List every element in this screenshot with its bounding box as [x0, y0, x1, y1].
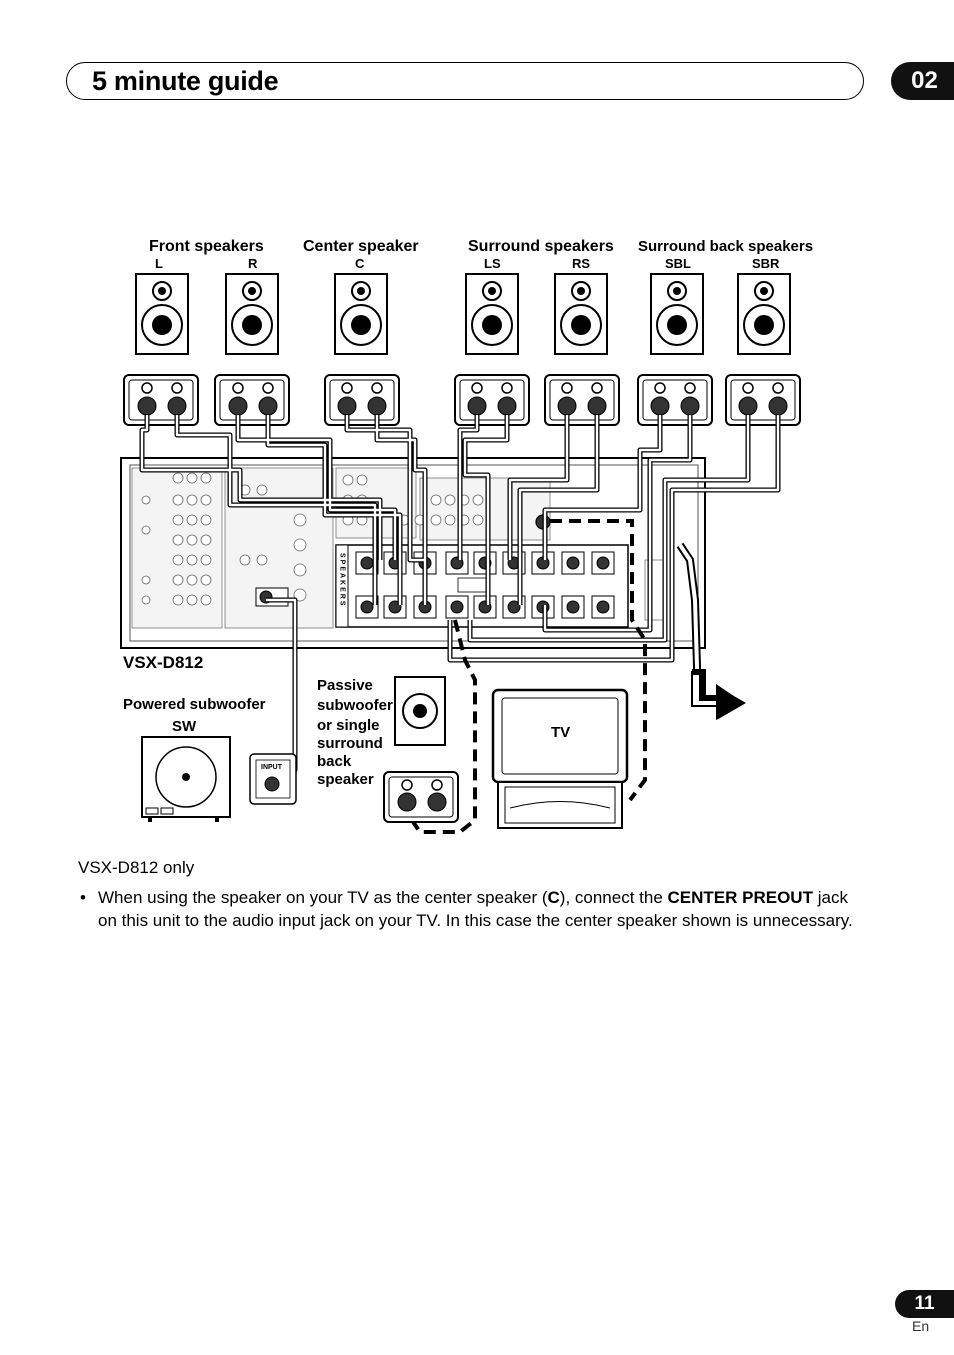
speaker-surround-back-left: [650, 273, 704, 355]
powered-subwoofer: INPUT: [141, 736, 297, 822]
terminal-surround-back-right: [725, 374, 801, 426]
optional-connections: [403, 519, 647, 834]
speaker-center: [334, 273, 388, 355]
speakers-vertical-label: SPEAKERS: [339, 553, 346, 608]
speaker-front-right: [225, 273, 279, 355]
channel-label: SBR: [752, 256, 780, 271]
channel-label: R: [248, 256, 258, 271]
channel-label: RS: [572, 256, 590, 271]
speaker-surround-right: [554, 273, 608, 355]
surround-speakers-label: Surround speakers: [468, 238, 614, 255]
page-title: 5 minute guide: [92, 66, 279, 96]
page-language: En: [912, 1318, 930, 1334]
note-text: ), connect the: [559, 888, 668, 907]
page-number: 11: [895, 1290, 954, 1318]
receiver-rear-panel: SPEAKERS: [120, 457, 706, 649]
terminal-front-right: [214, 374, 290, 426]
note-list: • When using the speaker on your TV as t…: [78, 886, 868, 932]
passive-subwoofer: [383, 676, 459, 823]
subwoofer-code-label: SW: [172, 718, 197, 735]
speaker-surround-back-right: [737, 273, 791, 355]
list-item: • When using the speaker on your TV as t…: [78, 886, 868, 932]
header-bar: [66, 62, 864, 100]
model-name: VSX-D812: [123, 653, 203, 672]
tv: TV: [491, 688, 629, 829]
speaker-cables: [139, 415, 781, 773]
speaker-front-left: [135, 273, 189, 355]
note-bold-preout: CENTER PREOUT: [667, 888, 813, 907]
front-speakers-label: Front speakers: [149, 238, 264, 255]
speaker-connection-diagram: Front speakers Center speaker Surround s…: [120, 238, 813, 834]
note-intro: VSX-D812 only: [78, 858, 195, 877]
note-text: When using the speaker on your TV as the…: [98, 888, 548, 907]
channel-label: C: [355, 256, 365, 271]
powered-subwoofer-label: Powered subwoofer: [123, 696, 266, 713]
terminal-center: [324, 374, 400, 426]
channel-label: L: [155, 256, 163, 271]
chapter-badge: 02: [891, 62, 954, 100]
channel-label: SBL: [665, 256, 691, 271]
note-text: jack on this unit to the audio input jac…: [98, 888, 853, 930]
channel-label: LS: [484, 256, 501, 271]
passive-subwoofer-label: Passive subwoofer or single surround bac…: [317, 677, 397, 788]
terminal-surround-left: [454, 374, 530, 426]
speaker-surround-left: [465, 273, 519, 355]
terminal-surround-back-left: [637, 374, 713, 426]
surround-back-speakers-label: Surround back speakers: [638, 238, 813, 255]
note-bold-c: C: [547, 888, 560, 907]
terminal-front-left: [123, 374, 199, 426]
bullet: •: [80, 888, 86, 907]
tv-label: TV: [551, 724, 570, 741]
center-speaker-label: Center speaker: [303, 238, 419, 255]
power-cord: [676, 542, 747, 720]
input-label: INPUT: [261, 764, 283, 771]
terminal-surround-right: [544, 374, 620, 426]
